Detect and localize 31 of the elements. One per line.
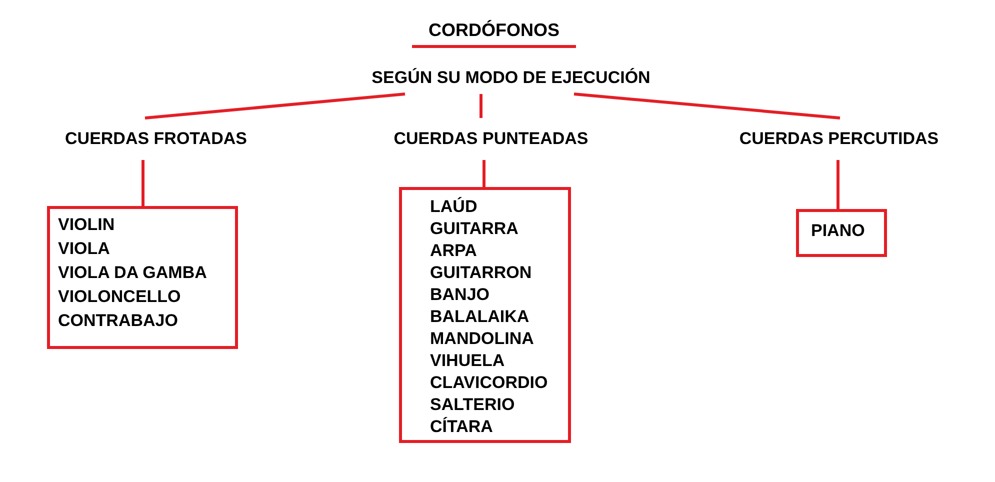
instrument-name: CÍTARA	[430, 416, 493, 438]
instrument-list-box	[47, 206, 238, 349]
instrument-name: GUITARRA	[430, 218, 518, 240]
connector-line	[574, 92, 840, 120]
connector-line	[144, 92, 406, 120]
instrument-name: LAÚD	[430, 196, 478, 218]
connector-line	[482, 160, 486, 187]
instrument-name: VIOLIN	[58, 214, 115, 236]
instrument-name: SALTERIO	[430, 394, 515, 416]
category-label: CUERDAS FROTADAS	[65, 129, 247, 149]
instrument-name: GUITARRON	[430, 262, 532, 284]
instrument-name: CONTRABAJO	[58, 310, 178, 332]
instrument-name: VIOLA	[58, 238, 110, 260]
instrument-list-box	[399, 187, 571, 443]
instrument-name: MANDOLINA	[430, 328, 534, 350]
instrument-name: VIOLA DA GAMBA	[58, 262, 207, 284]
connector-line	[480, 94, 482, 118]
instrument-name: VIOLONCELLO	[58, 286, 181, 308]
category-label: CUERDAS PERCUTIDAS	[739, 129, 939, 149]
instrument-list-box	[796, 209, 887, 257]
diagram-title: CORDÓFONOS	[412, 20, 576, 48]
category-label: CUERDAS PUNTEADAS	[394, 129, 588, 149]
connector-line	[142, 160, 144, 206]
instrument-name: PIANO	[811, 220, 865, 242]
instrument-name: BANJO	[430, 284, 490, 306]
instrument-name: CLAVICORDIO	[430, 372, 548, 394]
instrument-name: BALALAIKA	[430, 306, 530, 328]
instrument-name: ARPA	[430, 240, 477, 262]
instrument-name: VIHUELA	[430, 350, 505, 372]
category-label: SEGÚN SU MODO DE EJECUCIÓN	[372, 68, 650, 88]
connector-line	[836, 160, 840, 209]
